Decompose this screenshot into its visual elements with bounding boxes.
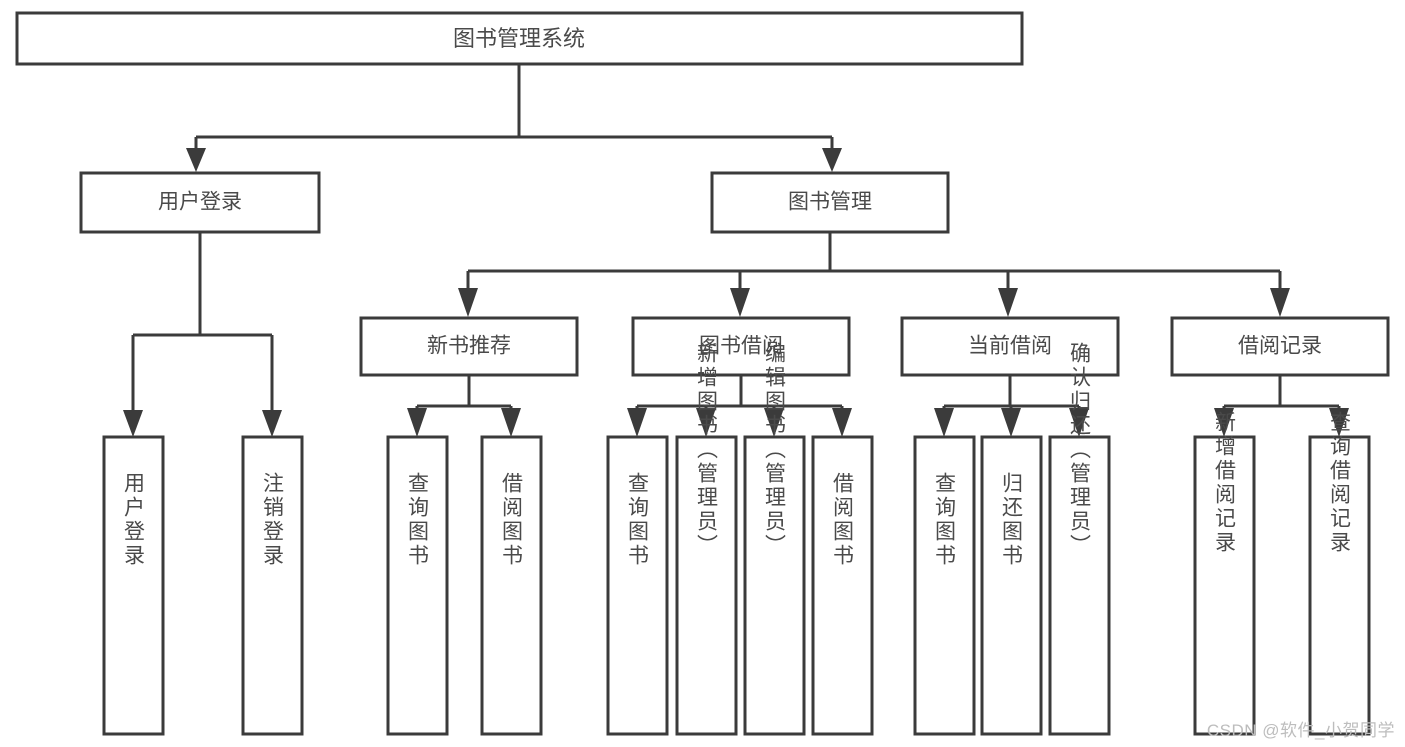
node-book-borrow-label: 图书借阅: [699, 335, 783, 358]
leaf-bb-add-book-admin[interactable]: 新增图书（管理员）: [675, 342, 738, 736]
leaf-cb-return-book[interactable]: 归还图书: [980, 435, 1043, 736]
node-current-borrow-box: [900, 316, 1120, 377]
arrow-borrow-record-icon: [1270, 288, 1290, 317]
node-borrow-record-box: [1170, 316, 1390, 377]
leaf-cb-confirm-return-admin-label: 确认归还（管理员）: [1068, 342, 1092, 558]
arrow-new-book-rec-icon: [458, 288, 478, 317]
leaf-br-query-record-box: [1308, 435, 1371, 736]
arrow-nbr-leaf1-icon: [407, 408, 427, 437]
node-root-system-box: [15, 11, 1024, 66]
leaf-nbr-borrow-book-label: 借阅图书: [500, 472, 524, 568]
leaf-cb-query-book[interactable]: 查询图书: [913, 435, 976, 736]
leaf-cb-confirm-return-admin-box: [1048, 435, 1111, 736]
leaf-bb-query-book-label: 查询图书: [626, 472, 650, 568]
arrow-nbr-leaf2-icon: [501, 408, 521, 437]
leaf-logout-box: [241, 435, 304, 736]
node-book-borrow[interactable]: 图书借阅: [631, 316, 851, 377]
node-new-book-recommend-box: [359, 316, 579, 377]
node-root-system-label: 图书管理系统: [453, 26, 585, 51]
node-new-book-recommend-label: 新书推荐: [427, 335, 511, 358]
leaf-bb-add-book-admin-label: 新增图书（管理员）: [695, 342, 719, 558]
arrow-bb-leaf2-icon: [696, 408, 716, 437]
arrow-current-borrow-icon: [998, 288, 1018, 317]
leaf-cb-return-book-box: [980, 435, 1043, 736]
leaf-bb-edit-book-admin[interactable]: 编辑图书（管理员）: [743, 342, 806, 736]
leaf-br-add-record[interactable]: 新增借阅记录: [1193, 411, 1256, 736]
arrow-to-book-mgmt-icon: [822, 148, 842, 172]
leaf-nbr-query-book[interactable]: 查询图书: [386, 435, 449, 736]
leaf-bb-edit-book-admin-box: [743, 435, 806, 736]
node-user-login[interactable]: 用户登录: [79, 171, 321, 234]
leaf-user-login[interactable]: 用户登录: [102, 435, 165, 736]
leaf-bb-query-book-box: [606, 435, 669, 736]
leaf-logout[interactable]: 注销登录: [241, 435, 304, 736]
leaf-bb-borrow-book-box: [811, 435, 874, 736]
leaf-cb-query-book-label: 查询图书: [933, 472, 957, 568]
leaf-user-login-box: [102, 435, 165, 736]
leaf-br-add-record-box: [1193, 435, 1256, 736]
node-current-borrow[interactable]: 当前借阅: [900, 316, 1120, 377]
leaf-user-login-label: 用户登录: [122, 472, 146, 568]
leaf-logout-label: 注销登录: [261, 472, 285, 568]
leaf-bb-query-book[interactable]: 查询图书: [606, 435, 669, 736]
leaf-cb-return-book-label: 归还图书: [1000, 472, 1024, 568]
leaf-nbr-borrow-book-box: [480, 435, 543, 736]
leaf-br-add-record-label: 新增借阅记录: [1213, 411, 1237, 555]
arrow-leaf-user-login-icon: [123, 410, 143, 437]
node-book-management-label: 图书管理: [788, 191, 872, 214]
node-root-system[interactable]: 图书管理系统: [15, 11, 1024, 66]
leaf-bb-borrow-book[interactable]: 借阅图书: [811, 435, 874, 736]
arrow-leaf-logout-icon: [262, 410, 282, 437]
node-user-login-label: 用户登录: [158, 191, 242, 214]
leaf-bb-edit-book-admin-label: 编辑图书（管理员）: [763, 342, 787, 558]
arrow-cb-leaf1-icon: [934, 408, 954, 437]
arrow-book-borrow-icon: [730, 288, 750, 317]
arrow-to-user-login-icon: [186, 148, 206, 172]
arrow-br-leaf1-icon: [1214, 408, 1234, 437]
leaf-bb-borrow-book-label: 借阅图书: [831, 472, 855, 568]
node-book-management[interactable]: 图书管理: [710, 171, 950, 234]
arrow-br-leaf2-icon: [1329, 408, 1349, 437]
arrow-bb-leaf1-icon: [627, 408, 647, 437]
arrow-bb-leaf3-icon: [764, 408, 784, 437]
arrow-bb-leaf4-icon: [832, 408, 852, 437]
node-new-book-recommend[interactable]: 新书推荐: [359, 316, 579, 377]
leaf-nbr-borrow-book[interactable]: 借阅图书: [480, 435, 543, 736]
node-current-borrow-label: 当前借阅: [968, 335, 1052, 358]
leaf-nbr-query-book-box: [386, 435, 449, 736]
leaf-cb-confirm-return-admin[interactable]: 确认归还（管理员）: [1048, 342, 1111, 736]
node-book-management-box: [710, 171, 950, 234]
leaf-cb-query-book-box: [913, 435, 976, 736]
leaf-br-query-record[interactable]: 查询借阅记录: [1308, 411, 1371, 736]
arrow-cb-leaf2-icon: [1001, 408, 1021, 437]
node-borrow-record-label: 借阅记录: [1238, 335, 1322, 358]
leaf-br-query-record-label: 查询借阅记录: [1328, 411, 1352, 555]
leaf-nbr-query-book-label: 查询图书: [406, 472, 430, 568]
node-borrow-record[interactable]: 借阅记录: [1170, 316, 1390, 377]
node-book-borrow-box: [631, 316, 851, 377]
arrow-cb-leaf3-icon: [1069, 408, 1089, 437]
leaf-bb-add-book-admin-box: [675, 435, 738, 736]
